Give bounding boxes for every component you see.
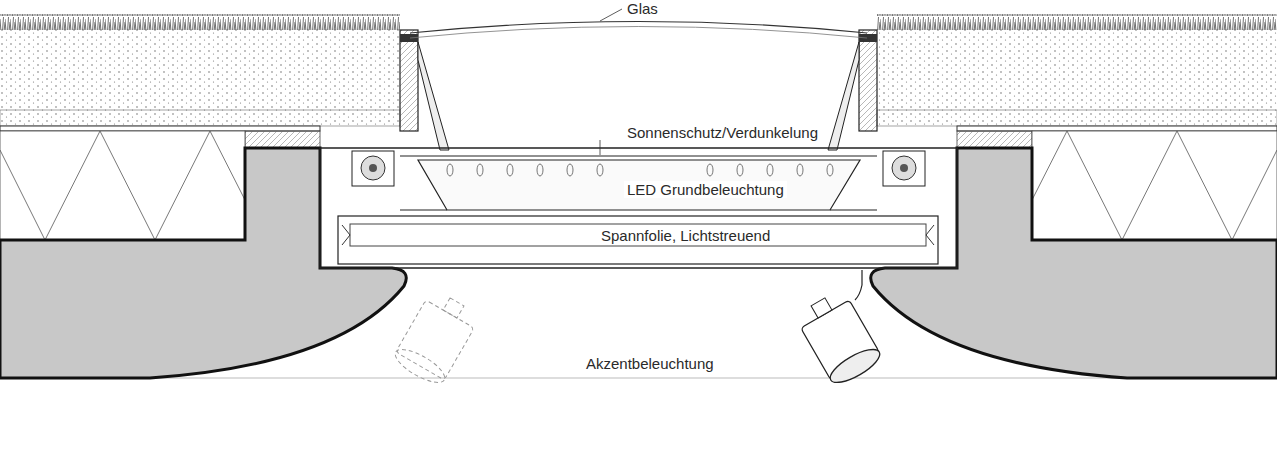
callout-label: LED Grundbeleuchtung — [624, 181, 787, 198]
callout-label: Spannfolie, Lichtstreuend — [598, 227, 773, 244]
callout-label: Akzentbeleuchtung — [583, 355, 717, 372]
callout-label: Sonnenschutz/Verdunkelung — [624, 124, 821, 141]
callout-label: Glas — [624, 0, 661, 17]
